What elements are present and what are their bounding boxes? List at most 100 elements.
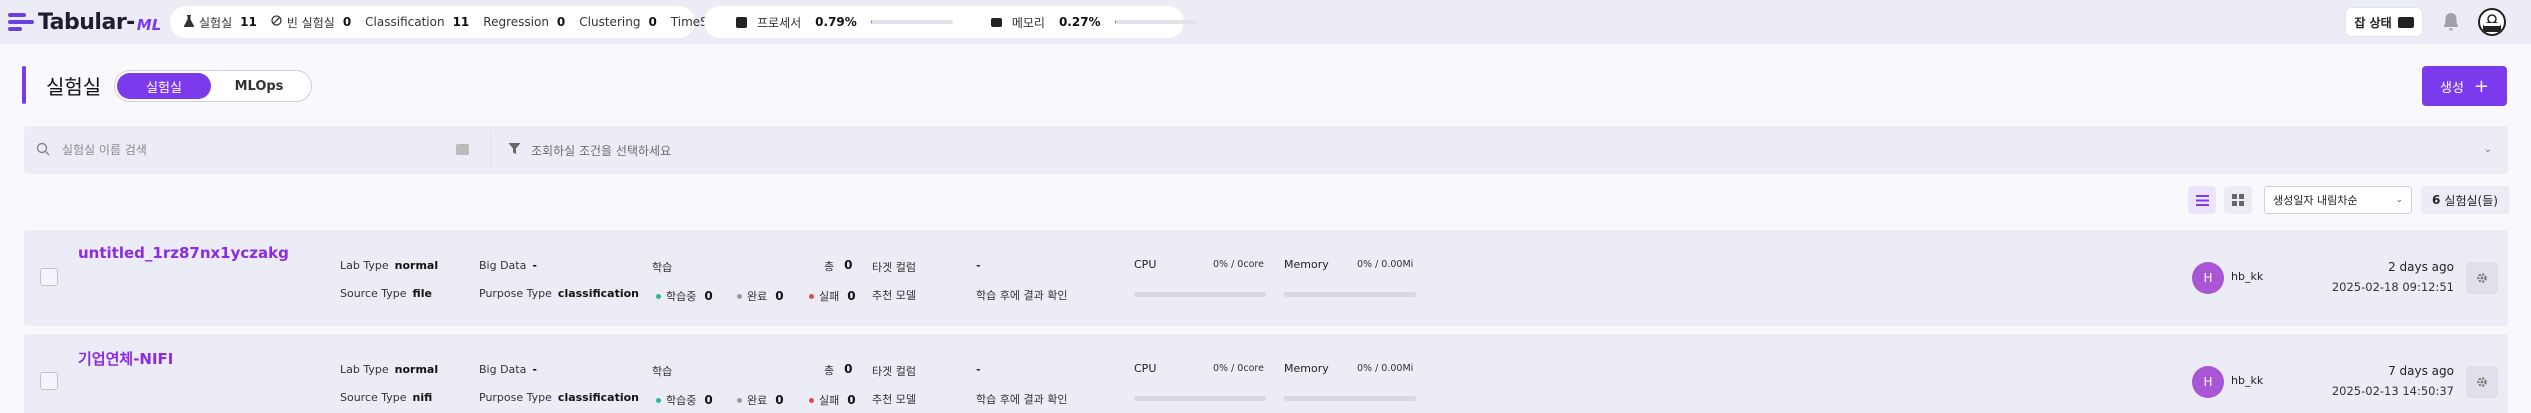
status-done: 완료 0: [737, 288, 784, 304]
lab-row[interactable]: 기업연체-NIFI Lab Type normal Source Type ni…: [24, 334, 2508, 413]
list-view-button[interactable]: [2188, 186, 2216, 214]
target-column-label: 타겟 컬럼: [872, 261, 916, 274]
relative-time: 2 days ago: [2388, 260, 2454, 274]
failed-value: 0: [847, 393, 856, 407]
source-type-label: Source Type: [340, 287, 407, 300]
total-value: 0: [844, 258, 853, 272]
done-value: 0: [775, 393, 784, 407]
memory-value: 0% / 0.00Mi: [1357, 259, 1414, 270]
stat-label: 빈 실험실: [286, 15, 335, 30]
job-status-label: 잡 상태: [2354, 15, 2392, 30]
stat-clustering: Clustering 0: [579, 15, 657, 29]
stat-label: Regression: [483, 15, 549, 29]
purpose-type-value: classification: [557, 287, 640, 300]
empty-icon: [271, 15, 282, 29]
status-dot: [656, 397, 661, 403]
filter-divider: [490, 132, 491, 168]
bell-icon[interactable]: [2442, 12, 2460, 32]
big-data: Big Data -: [479, 259, 537, 272]
status-done: 완료 0: [737, 392, 784, 408]
stat-empty-labs: 빈 실험실 0: [271, 14, 351, 31]
source-type-value: nifi: [412, 391, 433, 404]
target-column-label: 타겟 컬럼: [872, 365, 916, 378]
training-total: 총 0: [824, 362, 852, 378]
lab-count: 6: [2432, 193, 2441, 207]
cpu-value: 0% / 0core: [1213, 363, 1264, 374]
training-total: 총 0: [824, 258, 852, 274]
training-label: 학습: [652, 261, 673, 274]
failed-value: 0: [847, 289, 856, 303]
done-label: 완료: [747, 394, 768, 407]
create-label: 생성: [2439, 80, 2464, 96]
memory-bar: [1284, 396, 1416, 401]
cpu-chip-icon: [736, 16, 747, 28]
relative-time: 7 days ago: [2388, 364, 2454, 378]
in-training-value: 0: [704, 289, 713, 303]
lab-count-badge: 6 실험실(들): [2421, 186, 2509, 214]
stat-classification: Classification 11: [365, 15, 469, 29]
clear-icon[interactable]: [456, 144, 469, 155]
purpose-type: Purpose Type classification: [479, 287, 639, 300]
processor-bar-fill: [870, 20, 872, 24]
lab-type-value: normal: [394, 259, 439, 272]
sort-select[interactable]: 생성일자 내림차순 ⌄: [2264, 186, 2412, 214]
filter-bar: 조회하실 조건을 선택하세요 ⌄: [24, 126, 2508, 174]
settings-button[interactable]: [2466, 262, 2498, 294]
lab-type: Lab Type normal: [340, 259, 438, 272]
total-label: 총: [824, 260, 835, 273]
condition-select[interactable]: 조회하실 조건을 선택하세요: [508, 126, 671, 174]
memory-label: 메모리: [1011, 15, 1045, 30]
stat-value: 11: [452, 15, 470, 29]
processor-value: 0.79%: [815, 15, 857, 29]
lab-row[interactable]: untitled_1rz87nx1yczakg Lab Type normal …: [24, 230, 2508, 326]
owner-avatar[interactable]: H: [2192, 366, 2224, 398]
lab-type: Lab Type normal: [340, 363, 438, 376]
page-title: 실험실: [46, 75, 102, 99]
cpu-bar: [1134, 292, 1266, 297]
user-avatar[interactable]: [2478, 8, 2506, 36]
settings-button[interactable]: [2466, 366, 2498, 398]
lab-type-value: normal: [394, 363, 439, 376]
memory-usage: 메모리 0.27%: [990, 14, 1197, 31]
lab-name[interactable]: 기업연체-NIFI: [78, 350, 174, 368]
status-dot: [737, 397, 742, 403]
job-status-button[interactable]: 잡 상태: [2345, 7, 2423, 37]
status-dot: [656, 293, 661, 299]
owner-name: hb_kk: [2231, 270, 2264, 283]
plus-icon: +: [2473, 75, 2489, 97]
cpu-bar: [1134, 396, 1266, 401]
owner-avatar[interactable]: H: [2192, 262, 2224, 294]
tab-labs[interactable]: 실험실: [117, 73, 211, 99]
stat-label: Classification: [365, 15, 445, 29]
status-failed: 실패 0: [809, 392, 856, 408]
purpose-type-label: Purpose Type: [479, 287, 552, 300]
created-timestamp: 2025-02-18 09:12:51: [2331, 280, 2454, 294]
lab-count-suffix: 실험실(들): [2444, 193, 2498, 208]
lab-type-label: Lab Type: [340, 363, 389, 376]
lab-name[interactable]: untitled_1rz87nx1yczakg: [78, 244, 289, 262]
failed-label: 실패: [819, 394, 840, 407]
processor-bar: [870, 20, 953, 24]
view-tabs: 실험실 MLOps: [114, 70, 312, 102]
sort-value: 생성일자 내림차순: [2273, 194, 2358, 207]
gear-icon: [2477, 273, 2487, 283]
search-input[interactable]: [62, 138, 462, 162]
target-column-value: -: [976, 363, 981, 376]
total-label: 총: [824, 364, 835, 377]
row-checkbox[interactable]: [40, 268, 58, 286]
logo-text: Tabular-: [38, 9, 135, 35]
purpose-type: Purpose Type classification: [479, 391, 639, 404]
app-logo[interactable]: Tabular- ML: [8, 8, 161, 36]
create-button[interactable]: 생성 +: [2422, 66, 2507, 106]
grid-icon: [2232, 194, 2244, 206]
tab-mlops[interactable]: MLOps: [234, 78, 284, 94]
created-timestamp: 2025-02-13 14:50:37: [2331, 384, 2454, 398]
status-dot: [809, 293, 814, 299]
stat-label: Clustering: [579, 15, 641, 29]
recommended-model-value: 학습 후에 결과 확인: [976, 393, 1068, 406]
stat-value: 0: [648, 15, 657, 29]
grid-view-button[interactable]: [2224, 186, 2252, 214]
chevron-down-icon[interactable]: ⌄: [2483, 144, 2492, 155]
row-checkbox[interactable]: [40, 372, 58, 390]
status-failed: 실패 0: [809, 288, 856, 304]
